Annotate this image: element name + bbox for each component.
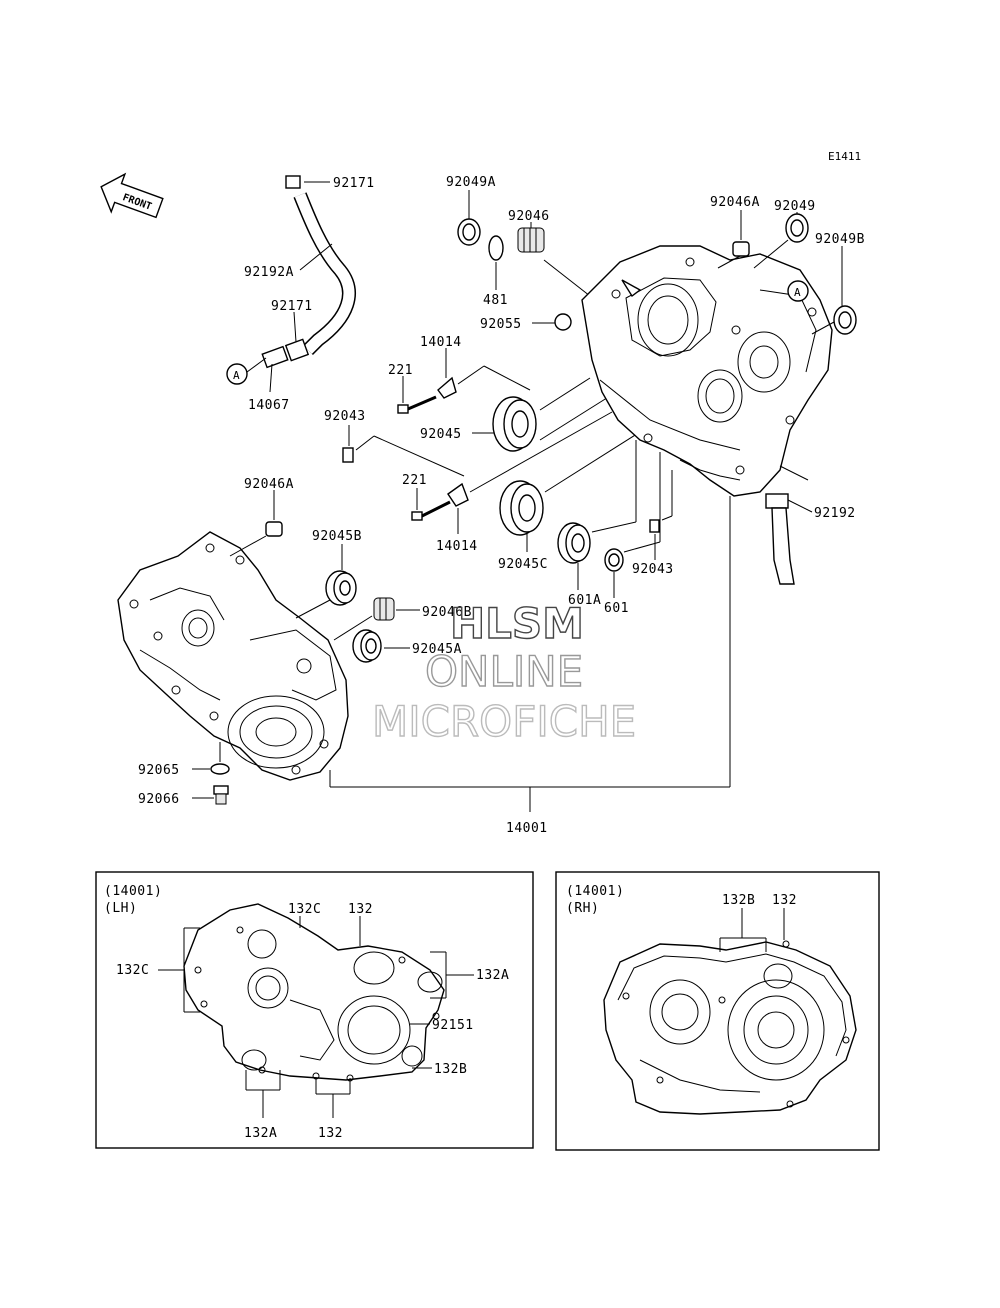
inset-lh-132A-bot: 132A <box>244 1126 277 1141</box>
callout-481: 481 <box>483 293 508 308</box>
callout-92045C: 92045C <box>498 557 548 572</box>
inset-lh-title-1: (14001) <box>104 884 162 899</box>
crankcase-rh-main <box>581 245 833 497</box>
inset-lh-132-bot: 132 <box>318 1126 343 1141</box>
circlip-481 <box>488 235 504 261</box>
oring-92055 <box>554 313 572 331</box>
plate-14014-top <box>437 376 457 399</box>
callout-92171-top: 92171 <box>333 176 375 191</box>
seal-92049B <box>833 305 857 335</box>
callout-92046B: 92046B <box>422 605 472 620</box>
inset-lh-title-2: (LH) <box>104 901 137 916</box>
bearing-601A <box>557 522 591 564</box>
front-arrow-icon: FRONT <box>100 172 164 219</box>
callout-92066: 92066 <box>138 792 180 807</box>
bearing-92046 <box>517 227 545 253</box>
reference-a-right <box>787 280 809 302</box>
seal-601 <box>604 548 624 572</box>
callout-92049A: 92049A <box>446 175 496 190</box>
seal-92049A <box>457 218 481 246</box>
bearing-92045C <box>499 480 544 536</box>
bolt-221-top <box>397 395 437 414</box>
inset-rh-132: 132 <box>772 893 797 908</box>
callout-92046A-right: 92046A <box>710 195 760 210</box>
bolt-221-bot <box>411 500 451 521</box>
bearing-92046A-right <box>732 241 750 257</box>
seal-92049 <box>785 213 809 243</box>
callout-14014-top: 14014 <box>420 335 462 350</box>
callout-92045A: 92045A <box>412 642 462 657</box>
bearing-92045 <box>492 396 537 452</box>
callout-14001: 14001 <box>506 821 548 836</box>
inset-lh-92151: 92151 <box>432 1018 474 1033</box>
inset-lh-132C-top: 132C <box>288 902 321 917</box>
watermark-line-1: HLSM <box>450 599 584 648</box>
inset-rh: (14001) (RH) 132B 132 <box>555 871 880 1151</box>
callout-92171-mid: 92171 <box>271 299 313 314</box>
inset-lh-132A-right: 132A <box>476 968 509 983</box>
inset-lh-132-top: 132 <box>348 902 373 917</box>
watermark-line-2: ONLINE <box>425 647 583 696</box>
bearing-92046A-left <box>265 521 283 537</box>
ref-a-right-label: A <box>794 286 801 299</box>
callout-92043-left: 92043 <box>324 409 366 424</box>
breather-tube-92192 <box>765 493 795 585</box>
dowel-92043-right <box>649 519 660 533</box>
callout-92045B: 92045B <box>312 529 362 544</box>
inset-lh: (14001) (LH) 132C 132 132C 132A <box>95 871 534 1149</box>
callout-92043-right: 92043 <box>632 562 674 577</box>
inset-lh-132B: 132B <box>434 1062 467 1077</box>
inset-rh-title-1: (14001) <box>566 884 624 899</box>
callout-92192A: 92192A <box>244 265 294 280</box>
ref-a-left-label: A <box>233 369 240 382</box>
inset-rh-132B: 132B <box>722 893 755 908</box>
callout-14067: 14067 <box>248 398 290 413</box>
hose-assembly <box>261 175 356 369</box>
washer-92065 <box>210 763 230 775</box>
crankcase-lh-main <box>117 531 349 781</box>
callout-221-bot: 221 <box>402 473 427 488</box>
callout-92049B: 92049B <box>815 232 865 247</box>
callout-92046: 92046 <box>508 209 550 224</box>
reference-a-left <box>226 363 248 385</box>
callout-92055: 92055 <box>480 317 522 332</box>
callout-601A: 601A <box>568 593 601 608</box>
watermark-line-3: MICROFICHE <box>372 697 636 746</box>
callout-92045: 92045 <box>420 427 462 442</box>
bearing-92045B <box>325 570 357 606</box>
drain-plug-92066 <box>213 785 229 805</box>
dowel-92043-left <box>342 447 354 463</box>
callout-601: 601 <box>604 601 629 616</box>
callout-14014-bot: 14014 <box>436 539 478 554</box>
callout-92065: 92065 <box>138 763 180 778</box>
callout-92049: 92049 <box>774 199 816 214</box>
diagram-code: E1411 <box>828 150 861 163</box>
callout-92192: 92192 <box>814 506 856 521</box>
watermark: HLSM ONLINE MICROFICHE <box>371 598 637 746</box>
bearing-92046B <box>373 597 395 621</box>
bearing-92045A <box>352 629 382 663</box>
inset-rh-title-2: (RH) <box>566 901 599 916</box>
callout-221-top: 221 <box>388 363 413 378</box>
plate-14014-bot <box>447 482 469 507</box>
callout-92046A-left: 92046A <box>244 477 294 492</box>
inset-lh-132C-left: 132C <box>116 963 149 978</box>
